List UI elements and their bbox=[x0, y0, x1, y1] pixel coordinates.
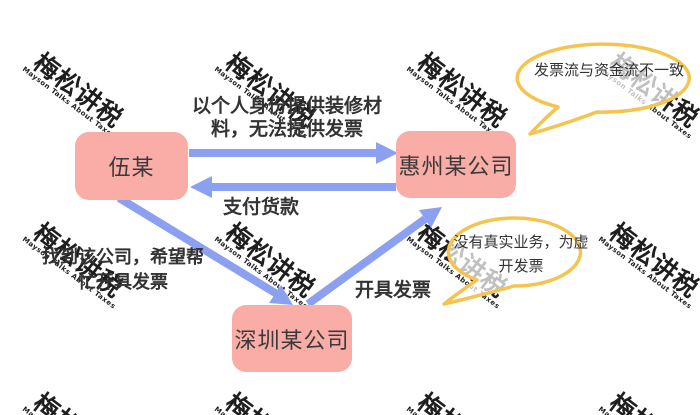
node-huizhou-label: 惠州某公司 bbox=[398, 154, 514, 180]
arrow-issue bbox=[305, 207, 442, 308]
edge-label-pay-goods: 支付货款 bbox=[222, 196, 299, 218]
node-shenzhen-company: 深圳某公司 bbox=[232, 305, 352, 372]
node-wu: 伍某 bbox=[75, 132, 188, 200]
arrow-pay bbox=[190, 176, 396, 198]
arrow-provide bbox=[189, 142, 398, 164]
edge-label-provide-materials: 以个人身份提供装修材料，无法提供发票 bbox=[191, 95, 382, 140]
speech-bubble-fake-invoice bbox=[442, 216, 583, 306]
edge-label-find-company: 找到该公司，希望帮忙开具发票 bbox=[42, 247, 204, 293]
arrowhead-right-icon bbox=[376, 142, 398, 164]
speech-bubble-invoice-flow bbox=[515, 42, 691, 136]
node-huizhou-company: 惠州某公司 bbox=[396, 131, 516, 198]
arrowhead-upright-icon bbox=[419, 207, 442, 228]
arrowhead-left-icon bbox=[190, 176, 212, 198]
arrowhead-downright-icon bbox=[269, 285, 293, 305]
node-shenzhen-label: 深圳某公司 bbox=[234, 328, 350, 354]
callout-invoice-flow-text: 发票流与资金流不一致 bbox=[533, 61, 684, 79]
edge-label-issue-invoice: 开具发票 bbox=[354, 279, 431, 301]
callout-fake-invoice-text: 没有真实业务，为虚开发票 bbox=[453, 233, 589, 275]
arrow-find bbox=[116, 194, 293, 305]
node-wu-label: 伍某 bbox=[108, 156, 155, 181]
